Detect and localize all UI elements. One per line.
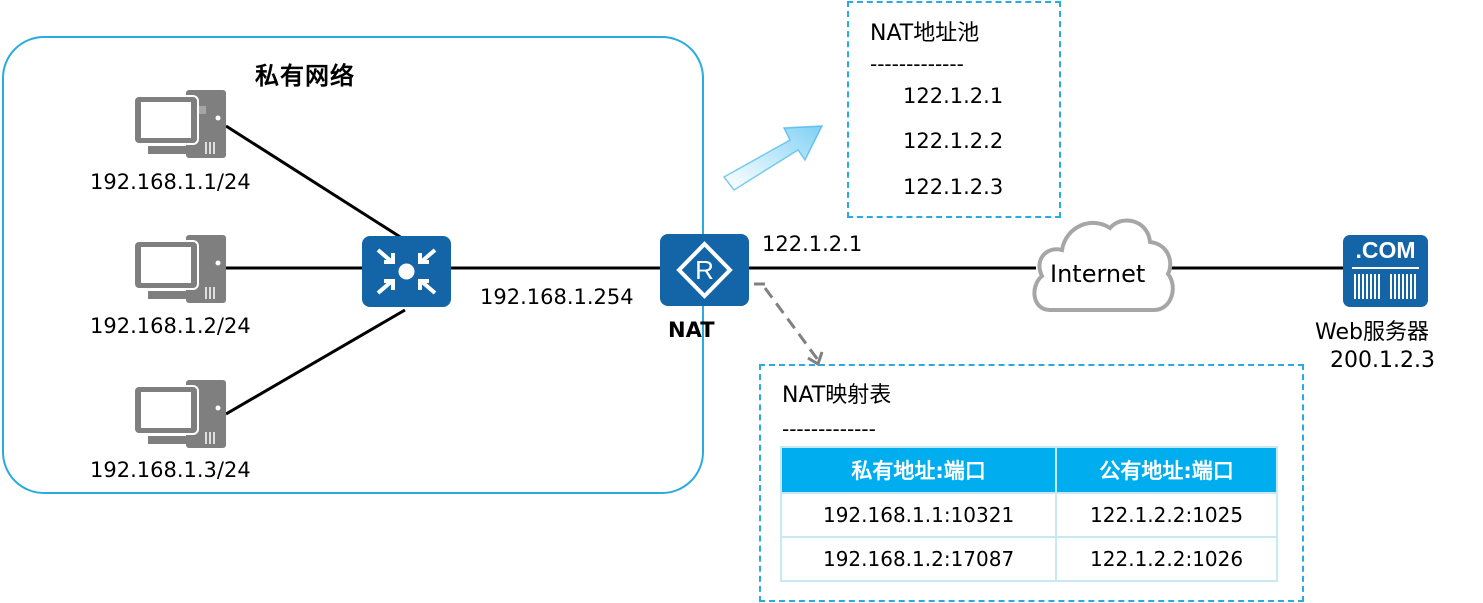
cloud-icon[interactable]	[1028, 212, 1176, 316]
table-cell: 192.168.1.1:10321	[779, 492, 1058, 538]
pc1-ip-label: 192.168.1.1/24	[90, 170, 251, 194]
arrow-to-pool-icon	[722, 125, 824, 191]
link-pc3-switch	[225, 308, 406, 416]
web-server-label: Web服务器	[1315, 320, 1429, 345]
switch-device[interactable]	[362, 236, 451, 307]
router-icon: R	[676, 241, 733, 299]
pc3-ip-label: 192.168.1.3/24	[90, 458, 251, 482]
nat-mapping-title: NAT映射表	[782, 383, 892, 408]
private-network-title: 私有网络	[255, 62, 355, 90]
pc-icon[interactable]	[134, 378, 226, 450]
internet-label: Internet	[1050, 260, 1146, 288]
server-badge: .COM	[1355, 237, 1416, 263]
arrow-to-mapping-icon	[754, 282, 820, 361]
pc-icon[interactable]	[134, 88, 226, 160]
pc-icon[interactable]	[134, 233, 226, 305]
table-cell: 122.1.2.2:1026	[1055, 536, 1278, 582]
pc2-ip-label: 192.168.1.2/24	[90, 314, 251, 338]
nat-label: NAT	[668, 318, 715, 342]
table-row: 192.168.1.2:17087 122.1.2.2:1026	[779, 536, 1278, 582]
link-pc1-switch	[225, 124, 406, 242]
nat-mapping-box	[759, 364, 1304, 602]
table-cell: 122.1.2.2:1025	[1055, 492, 1278, 538]
nat-pool-separator: -------------	[870, 52, 964, 76]
nat-public-ip-label: 122.1.2.1	[762, 232, 863, 256]
web-server-ip: 200.1.2.3	[1330, 348, 1435, 373]
column-header-public: 公有地址:端口	[1055, 446, 1278, 494]
nat-pool-address: 122.1.2.2	[903, 129, 1004, 153]
nat-router-device[interactable]: R	[660, 234, 749, 306]
nat-pool-box	[847, 1, 1061, 218]
web-server-device[interactable]: .COM	[1343, 235, 1428, 307]
column-header-private: 私有地址:端口	[779, 446, 1058, 494]
table-row: 192.168.1.1:10321 122.1.2.2:1025	[779, 492, 1278, 538]
table-cell: 192.168.1.2:17087	[779, 536, 1058, 582]
private-network-group	[2, 36, 704, 494]
nat-pool-address: 122.1.2.3	[903, 175, 1004, 199]
server-icon	[1352, 267, 1419, 299]
nat-pool-address: 122.1.2.1	[903, 84, 1004, 108]
gateway-ip-label: 192.168.1.254	[480, 285, 634, 309]
nat-mapping-table: 私有地址:端口 公有地址:端口 192.168.1.1:10321 122.1.…	[779, 446, 1278, 582]
nat-mapping-separator: -------------	[782, 417, 876, 441]
switch-icon	[376, 248, 437, 295]
table-header-row: 私有地址:端口 公有地址:端口	[779, 446, 1278, 494]
nat-pool-title: NAT地址池	[870, 21, 980, 46]
router-letter: R	[695, 255, 714, 285]
